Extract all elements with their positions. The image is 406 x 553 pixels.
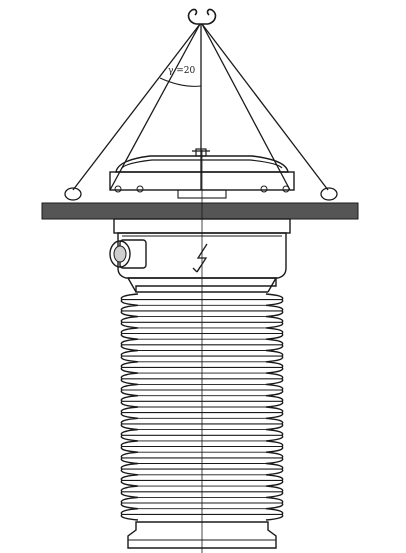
lightning-symbol-icon [192,243,208,273]
sling-rope-right-outer [201,23,329,191]
neck [128,277,277,293]
sling-rope-right-inner [201,23,291,191]
sling-rope-left-inner [109,23,201,191]
angle-arc [159,77,202,87]
bolt-icon [282,185,290,193]
bolt-icon [114,185,122,193]
angle-label: γ =20 [168,66,196,76]
sling-rope-left-outer [72,23,201,191]
bolt-icon [260,185,268,193]
lifting-hook-icon [187,8,217,25]
side-connector [109,239,147,269]
lifting-eye-left [64,187,82,201]
lifting-eye-right [320,187,338,201]
insulator-profile-left [120,293,139,521]
sling-ropes [72,23,329,191]
bolt-icon [136,185,144,193]
lifting-beam [41,202,359,220]
insulator-profile-right [265,293,284,521]
dome-cover [109,148,295,199]
